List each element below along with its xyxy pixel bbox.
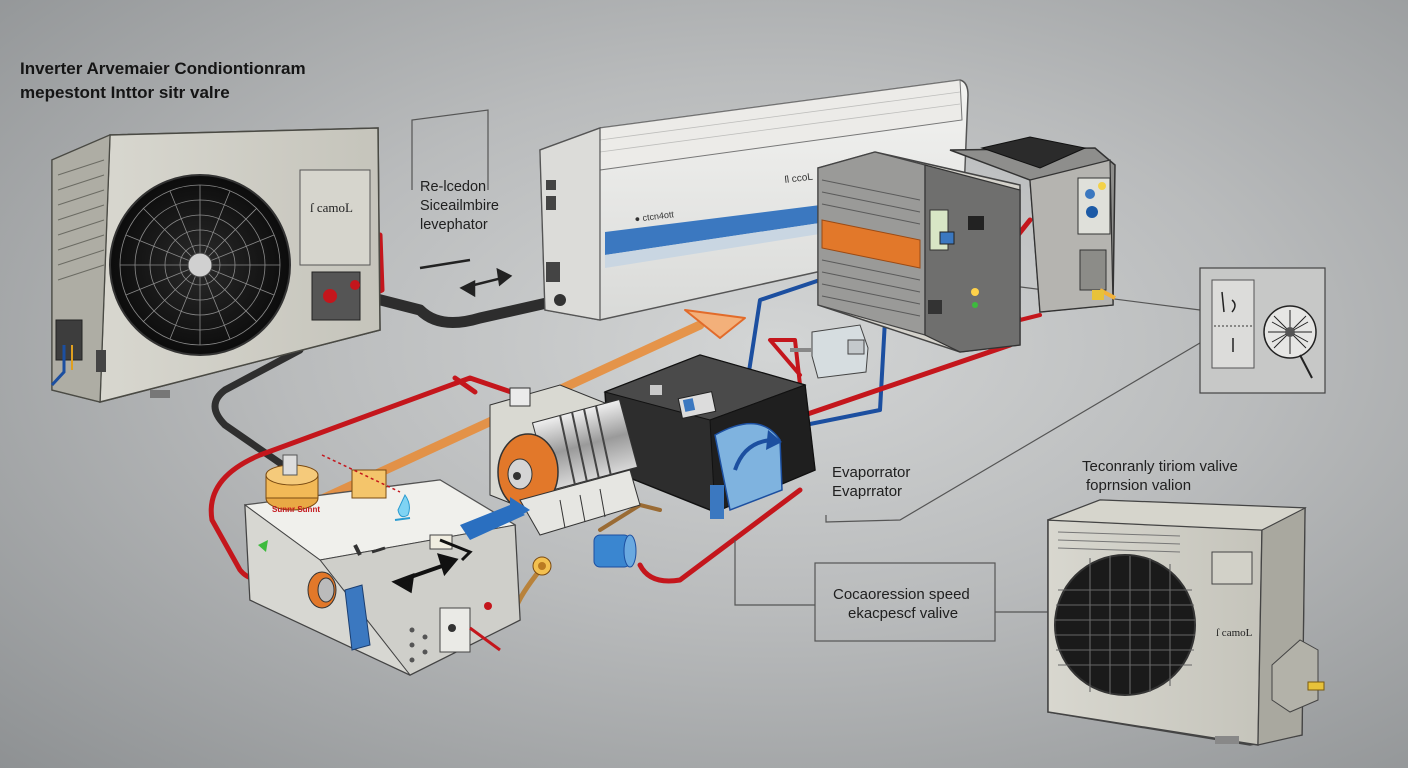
double-arrow-icon (419, 258, 513, 298)
hx-orange-band (821, 219, 921, 269)
outdoor-right-fan-icon (1054, 554, 1196, 696)
diagram-title-line1: Inverter Arvemaier Condiontionram (20, 59, 306, 78)
red-pipe-down (768, 338, 802, 387)
red-feed-pipe (452, 375, 478, 395)
outdoor-unit-right: ſ camoL (1047, 499, 1325, 746)
diagram-title-line2: mepestont Inttor sitr valre (20, 83, 230, 102)
compression-label: Cocaoression speed ekacpescf valive (833, 585, 970, 623)
diagram-title: Inverter Arvemaier Condiontionram mepest… (20, 57, 306, 105)
indoor-brand: ● ctcn4ott (634, 209, 675, 224)
compressor-unit (603, 354, 816, 519)
black-suction-pipe (359, 290, 566, 328)
controller-sticker: Sunnr Sunnt (272, 505, 320, 514)
compression-line2: ekacpescf valive (848, 605, 959, 622)
fan-icon (109, 174, 291, 356)
indoor-side-label: ſl ccoL (784, 172, 814, 186)
control-double-arrow-icon (391, 553, 459, 594)
expansion-line1: Teconranly tiriom valive (1082, 458, 1238, 475)
inset-fan-icon (1263, 305, 1317, 379)
red-pipe-bottom (637, 487, 803, 584)
evaporator-line2: Evaprrator (832, 483, 903, 500)
droplet-icon (394, 494, 411, 521)
expansion-line2: foprnsion valion (1086, 477, 1192, 494)
outdoor-unit-left: ſ camoL (50, 127, 381, 403)
relocation-label: Re-lcedon Siceailmbire levephator (420, 178, 499, 235)
outdoor-left-brand: ſ camoL (310, 200, 353, 215)
relocation-line3: levephator (420, 217, 488, 233)
inset-panel (1199, 267, 1326, 394)
heat-exchanger (817, 136, 1116, 353)
compression-label-frame (814, 562, 996, 642)
accumulator (460, 497, 637, 576)
evaporator-line1: Evaporrator (832, 464, 911, 481)
relocation-line1: Re-lcedon (420, 179, 487, 195)
compression-line1: Cocaoression speed (833, 586, 970, 603)
filter-box (790, 324, 869, 379)
orange-arrow-head (684, 309, 746, 339)
control-box: Sunnr Sunnt (243, 454, 521, 676)
relocation-line2: Siceailmbire (420, 198, 499, 214)
evaporator-label: Evaporrator Evaprrator (832, 463, 910, 501)
outdoor-right-brand: ſ camoL (1216, 627, 1253, 639)
black-return-pipe (211, 346, 304, 474)
thermometer-icon (265, 454, 319, 511)
cabinet-lid (980, 136, 1087, 169)
expansion-valve-label: Teconranly tiriom valive foprnsion valio… (1082, 457, 1238, 495)
